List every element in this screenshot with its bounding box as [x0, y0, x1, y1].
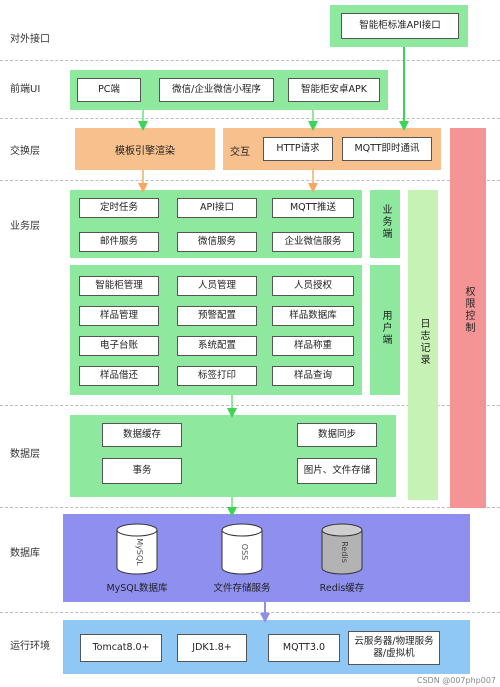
user-end-item: 电子台账	[79, 336, 159, 356]
runtime-server-box: 云服务器/物理服务器/虚拟机	[348, 631, 440, 665]
user-end-item: 系统配置	[177, 336, 257, 356]
svg-text:MySQL: MySQL	[135, 538, 144, 566]
svg-text:Redis: Redis	[340, 541, 349, 563]
business-end-item: 微信服务	[177, 232, 257, 252]
user-end-item: 样品管理	[79, 306, 159, 326]
user-end-item: 样品称重	[272, 336, 354, 356]
data-sync-box: 数据同步	[297, 423, 377, 447]
data-tx-box: 事务	[102, 458, 182, 484]
external-api-box: 智能柜标准API接口	[341, 13, 459, 39]
watermark: CSDN @007php007	[416, 676, 496, 685]
exchange-mqtt-box: MQTT即时通讯	[342, 137, 432, 161]
runtime-jdk-box: JDK1.8+	[177, 634, 247, 662]
permission-panel	[450, 128, 486, 508]
user-end-item: 样品数据库	[272, 306, 354, 326]
business-end-label: 业务端	[380, 204, 391, 240]
business-end-item: 定时任务	[79, 198, 159, 218]
user-end-item: 人员授权	[272, 276, 354, 296]
user-end-item: 智能柜管理	[79, 276, 159, 296]
exchange-http-box: HTTP请求	[263, 137, 333, 161]
oss-cylinder-icon: OSS	[221, 523, 263, 575]
data-cache-box: 数据缓存	[102, 423, 182, 447]
log-label: 日志记录	[418, 318, 429, 366]
business-end-item: 邮件服务	[79, 232, 159, 252]
user-end-item: 样品借还	[79, 366, 159, 386]
layer-label-frontend: 前端UI	[10, 84, 41, 95]
business-end-item: API接口	[177, 198, 257, 218]
layer-label-data: 数据层	[10, 449, 40, 460]
user-end-item: 预警配置	[177, 306, 257, 326]
oss-label: 文件存储服务	[213, 583, 271, 594]
log-panel	[408, 190, 438, 500]
business-end-label-panel	[370, 190, 400, 258]
layer-label-runtime: 运行环境	[10, 641, 50, 652]
layer-label-exchange: 交换层	[10, 146, 40, 157]
permission-label: 权限控制	[463, 286, 474, 334]
user-end-label-panel	[370, 265, 400, 395]
user-end-item: 人员管理	[177, 276, 257, 296]
redis-cylinder-icon: Redis	[321, 523, 363, 575]
frontend-wechat-box: 微信/企业微信小程序	[159, 78, 274, 102]
runtime-mqtt-box: MQTT3.0	[268, 634, 340, 662]
mysql-label: MySQL数据库	[106, 583, 168, 594]
svg-text:OSS: OSS	[240, 544, 249, 560]
exchange-template-label: 模板引擎渲染	[115, 145, 175, 157]
runtime-tomcat-box: Tomcat8.0+	[80, 634, 162, 662]
layer-label-database: 数据库	[10, 548, 40, 559]
user-end-item: 标签打印	[177, 366, 257, 386]
layer-label-external: 对外接口	[10, 34, 50, 45]
exchange-interact-label: 交互	[230, 147, 250, 158]
layer-label-business: 业务层	[10, 221, 40, 232]
business-end-item: MQTT推送	[272, 198, 354, 218]
redis-label: Redis缓存	[319, 583, 365, 594]
business-end-item: 企业微信服务	[272, 232, 354, 252]
exchange-template-panel	[75, 128, 215, 170]
user-end-item: 样品查询	[272, 366, 354, 386]
frontend-apk-box: 智能柜安卓APK	[288, 78, 380, 102]
data-storage-box: 图片、文件存储	[297, 458, 377, 484]
mysql-cylinder-icon: MySQL	[116, 523, 158, 575]
frontend-pc-box: PC端	[77, 78, 141, 102]
user-end-label: 用户端	[380, 310, 391, 346]
